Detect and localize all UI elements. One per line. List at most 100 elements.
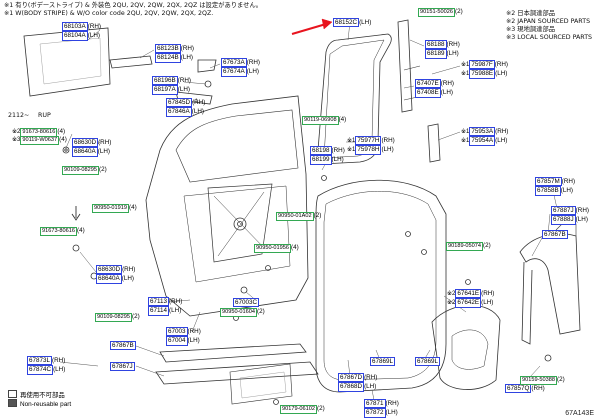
part-callout[interactable]: 68630D(RH)68640A(LH) — [72, 138, 111, 157]
part-number[interactable]: 75988E — [469, 69, 496, 79]
part-callout[interactable]: 67673A(RH)67674A(LH) — [221, 58, 260, 77]
part-number[interactable]: 67407E — [415, 79, 441, 89]
part-number[interactable]: 68196B — [152, 76, 178, 86]
part-number[interactable]: 68189 — [425, 49, 447, 59]
part-callout[interactable]: 67869L — [415, 357, 441, 367]
fastener-callout[interactable]: 90950-01604(2) — [220, 308, 265, 318]
part-number[interactable]: 67874C — [27, 365, 54, 375]
fastener-number[interactable]: 90151-50026 — [418, 8, 455, 18]
fastener-number[interactable]: 90950-01956 — [254, 244, 291, 254]
fastener-callout[interactable]: 90950-01A02(2) — [276, 212, 321, 222]
fastener-callout[interactable]: 90151-50026(2) — [418, 8, 463, 18]
part-callout[interactable]: 67113(RH)67114(LH) — [148, 297, 182, 316]
part-number[interactable]: 67867J — [110, 362, 135, 372]
part-number[interactable]: 75954A — [469, 136, 496, 146]
fastener-callout[interactable]: 90179-06102(2) — [280, 405, 325, 415]
part-callout[interactable]: 67867J — [110, 362, 135, 372]
part-number[interactable]: 67846A — [166, 107, 192, 117]
part-number[interactable]: 67408E — [415, 88, 441, 98]
fastener-callout[interactable]: 90159-50388(2) — [520, 376, 565, 386]
fastener-number[interactable]: 90159-50388 — [520, 376, 557, 386]
fastener-number[interactable]: 90950-01A02 — [276, 212, 314, 222]
part-callout[interactable]: 68630D(RH)68640A(LH) — [96, 265, 135, 284]
fastener-number[interactable]: 90189-05074 — [446, 242, 483, 252]
part-number[interactable]: 67871 — [364, 399, 386, 409]
part-number[interactable]: 67888J — [551, 215, 576, 225]
part-number[interactable]: 67003 — [166, 327, 188, 337]
fastener-callout[interactable]: 91673-80616(4) — [40, 227, 85, 237]
part-number[interactable]: 67867B — [110, 341, 136, 351]
fastener-callout[interactable]: 90119-06908(4) — [302, 116, 346, 126]
part-callout[interactable]: 67857M(RH)67858B(LH) — [535, 177, 575, 196]
part-number[interactable]: 68630D — [72, 138, 99, 148]
part-callout[interactable]: 67873L(RH)67874C(LH) — [27, 356, 65, 375]
part-number[interactable]: 67867D — [338, 373, 365, 383]
part-callout[interactable]: 67407E(RH)67408E(LH) — [415, 79, 454, 98]
part-callout[interactable]: 67867B — [542, 230, 568, 240]
part-number[interactable]: 68197A — [152, 85, 178, 95]
part-callout[interactable]: 67871(RH)67872(LH) — [364, 399, 399, 418]
fastener-number[interactable]: 90119-06908 — [302, 116, 339, 126]
part-callout[interactable]: 67867B — [110, 341, 136, 351]
part-number[interactable]: 68152C — [333, 18, 360, 28]
part-number[interactable]: 75978H — [355, 145, 382, 155]
part-callout[interactable]: 67887J(RH)67888J(LH) — [551, 206, 589, 225]
part-number[interactable]: 67858B — [535, 186, 561, 196]
part-callout[interactable]: 68152C(LH) — [333, 18, 371, 28]
part-number[interactable]: 68103A — [62, 22, 88, 32]
part-callout[interactable]: 67845D(RH)67846A(LH) — [166, 98, 205, 117]
fastener-number[interactable]: 91673-80616 — [40, 227, 77, 237]
fastener-number[interactable]: 90119-W0637 — [20, 136, 60, 146]
part-number[interactable]: 67868D — [338, 382, 365, 392]
part-number[interactable]: 67867B — [542, 230, 568, 240]
part-number[interactable]: 67873L — [27, 356, 53, 366]
part-callout[interactable]: 67869L — [370, 357, 396, 367]
part-callout[interactable]: 68188(RH)68189(LH) — [425, 40, 460, 59]
part-number[interactable]: 68199 — [310, 155, 332, 165]
part-number[interactable]: 68123B — [155, 44, 181, 54]
part-number[interactable]: 68104A — [62, 31, 88, 41]
part-number[interactable]: 67641E — [455, 289, 482, 299]
part-number[interactable]: 67004 — [166, 336, 188, 346]
fastener-number[interactable]: 90950-01604 — [220, 308, 257, 318]
part-number[interactable]: 68124B — [155, 53, 181, 63]
part-number[interactable]: 67869L — [415, 357, 441, 367]
fastener-callout[interactable]: 90109-08295(2) — [62, 166, 107, 176]
part-number[interactable]: 75977H — [355, 136, 382, 146]
part-number[interactable]: 67003C — [233, 298, 260, 308]
part-number[interactable]: 67673A — [221, 58, 247, 68]
part-callout[interactable]: 68123B(RH)68124B(LH) — [155, 44, 194, 63]
fastener-callout[interactable]: 90109-08295(2) — [95, 313, 140, 323]
fastener-number[interactable]: 90179-06102 — [280, 405, 317, 415]
part-number[interactable]: 67872 — [364, 408, 386, 418]
part-number[interactable]: 75953A — [469, 127, 496, 137]
part-number[interactable]: 67857M — [535, 177, 562, 187]
part-number[interactable]: 67845D — [166, 98, 193, 108]
part-number[interactable]: 75987F — [469, 60, 495, 70]
part-number[interactable]: 68188 — [425, 40, 447, 50]
part-number[interactable]: 67887J — [551, 206, 576, 216]
part-callout[interactable]: 67857Q(RH) — [505, 384, 545, 394]
part-number[interactable]: 67869L — [370, 357, 396, 367]
fastener-number[interactable]: 90109-08295 — [62, 166, 99, 176]
part-callout[interactable]: 68196B(RH)68197A(LH) — [152, 76, 191, 95]
fastener-number[interactable]: 90950-01919 — [92, 204, 129, 214]
part-callout[interactable]: 67003(RH)67004(LH) — [166, 327, 201, 346]
fastener-number[interactable]: 90109-08295 — [95, 313, 132, 323]
part-number[interactable]: 67113 — [148, 297, 170, 307]
part-number[interactable]: 67674A — [221, 67, 247, 77]
part-callout[interactable]: 67003C — [233, 298, 260, 308]
fastener-callout[interactable]: 90189-05074(2) — [446, 242, 491, 252]
fastener-callout[interactable]: 90950-01919(4) — [92, 204, 137, 214]
part-number[interactable]: 68640A — [96, 274, 122, 284]
part-callout[interactable]: 68103A(RH)68104A(LH) — [62, 22, 101, 41]
part-number[interactable]: 68630D — [96, 265, 123, 275]
part-number[interactable]: 67857Q — [505, 384, 532, 394]
part-callout[interactable]: 68198(RH)68199(LH) — [310, 146, 345, 165]
part-callout[interactable]: 67867D(RH)67868D(LH) — [338, 373, 377, 392]
